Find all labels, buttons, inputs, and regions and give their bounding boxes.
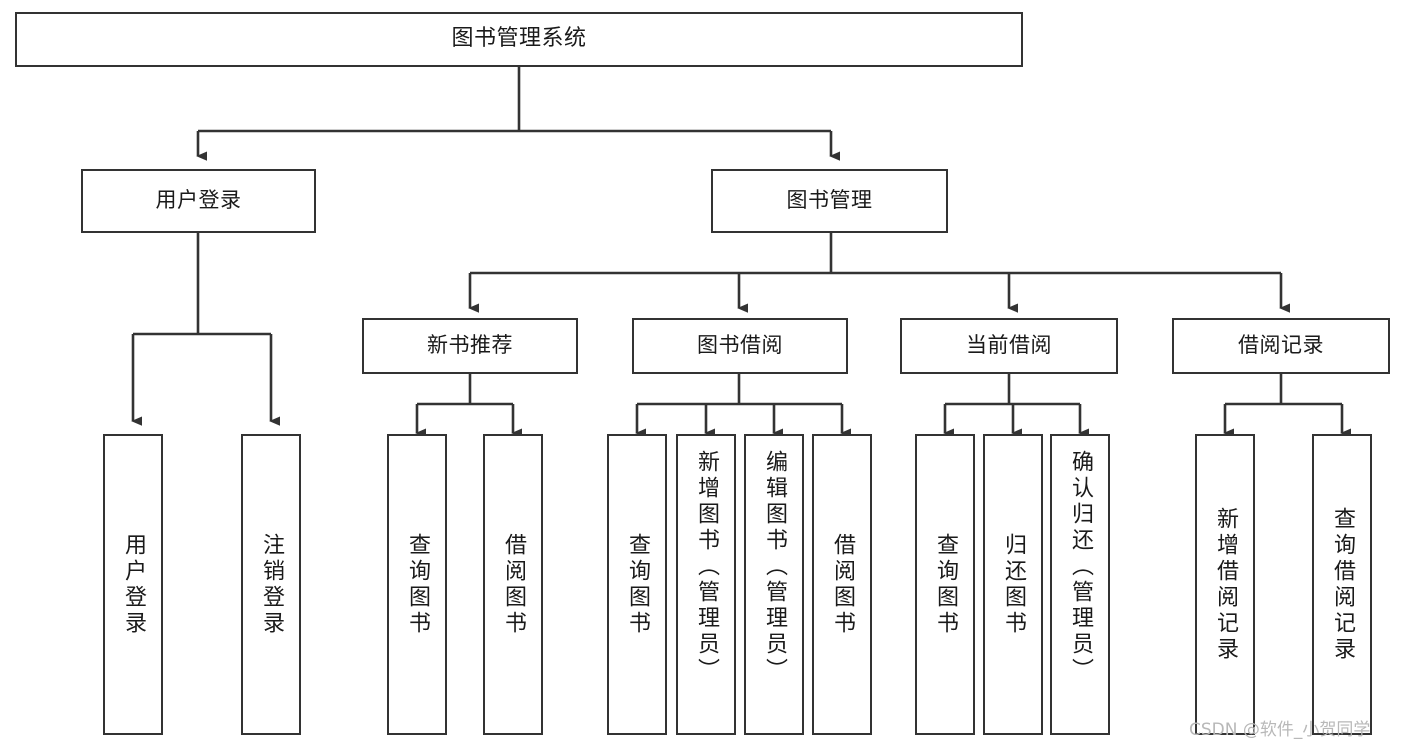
node-label: 确认归还（管理员）	[1068, 450, 1093, 684]
node-user-login[interactable]: 用户登录	[81, 169, 316, 233]
leaf-current-return-book[interactable]: 归还图书	[983, 434, 1043, 735]
node-current-borrow[interactable]: 当前借阅	[900, 318, 1118, 374]
leaf-new-book-borrow[interactable]: 借阅图书	[483, 434, 543, 735]
node-root-system[interactable]: 图书管理系统	[15, 12, 1023, 67]
leaf-record-add[interactable]: 新增借阅记录	[1195, 434, 1255, 735]
node-label: 查询借阅记录	[1330, 506, 1355, 663]
leaf-borrow-query-book[interactable]: 查询图书	[607, 434, 667, 735]
node-label: 注销登录	[259, 532, 284, 637]
node-book-borrow[interactable]: 图书借阅	[632, 318, 848, 374]
node-label: 用户登录	[121, 532, 146, 637]
node-label: 借阅记录	[1238, 333, 1324, 358]
node-label: 当前借阅	[966, 333, 1052, 358]
node-borrow-record[interactable]: 借阅记录	[1172, 318, 1390, 374]
node-book-management[interactable]: 图书管理	[711, 169, 948, 233]
node-label: 新增借阅记录	[1213, 506, 1238, 663]
leaf-borrow-add-book[interactable]: 新增图书（管理员）	[676, 434, 736, 735]
node-label: 编辑图书（管理员）	[762, 450, 787, 684]
node-label: 借阅图书	[501, 532, 526, 637]
node-label: 借阅图书	[830, 532, 855, 637]
leaf-new-book-query[interactable]: 查询图书	[387, 434, 447, 735]
node-label: 图书管理	[786, 188, 873, 213]
leaf-borrow-borrow-book[interactable]: 借阅图书	[812, 434, 872, 735]
node-label: 查询图书	[625, 532, 650, 637]
leaf-user-login[interactable]: 用户登录	[103, 434, 163, 735]
leaf-user-logout[interactable]: 注销登录	[241, 434, 301, 735]
node-label: 归还图书	[1001, 532, 1026, 637]
node-label: 查询图书	[933, 532, 958, 637]
node-new-book-recommend[interactable]: 新书推荐	[362, 318, 578, 374]
leaf-borrow-edit-book[interactable]: 编辑图书（管理员）	[744, 434, 804, 735]
node-label: 图书借阅	[697, 333, 783, 358]
csdn-watermark: CSDN @软件_小贺同学	[1189, 720, 1371, 740]
node-label: 图书管理系统	[451, 26, 587, 52]
node-label: 新增图书（管理员）	[694, 450, 719, 684]
leaf-current-confirm-return[interactable]: 确认归还（管理员）	[1050, 434, 1110, 735]
node-label: 查询图书	[405, 532, 430, 637]
leaf-record-query[interactable]: 查询借阅记录	[1312, 434, 1372, 735]
leaf-current-query-book[interactable]: 查询图书	[915, 434, 975, 735]
node-label: 用户登录	[155, 188, 242, 213]
node-label: 新书推荐	[427, 333, 513, 358]
